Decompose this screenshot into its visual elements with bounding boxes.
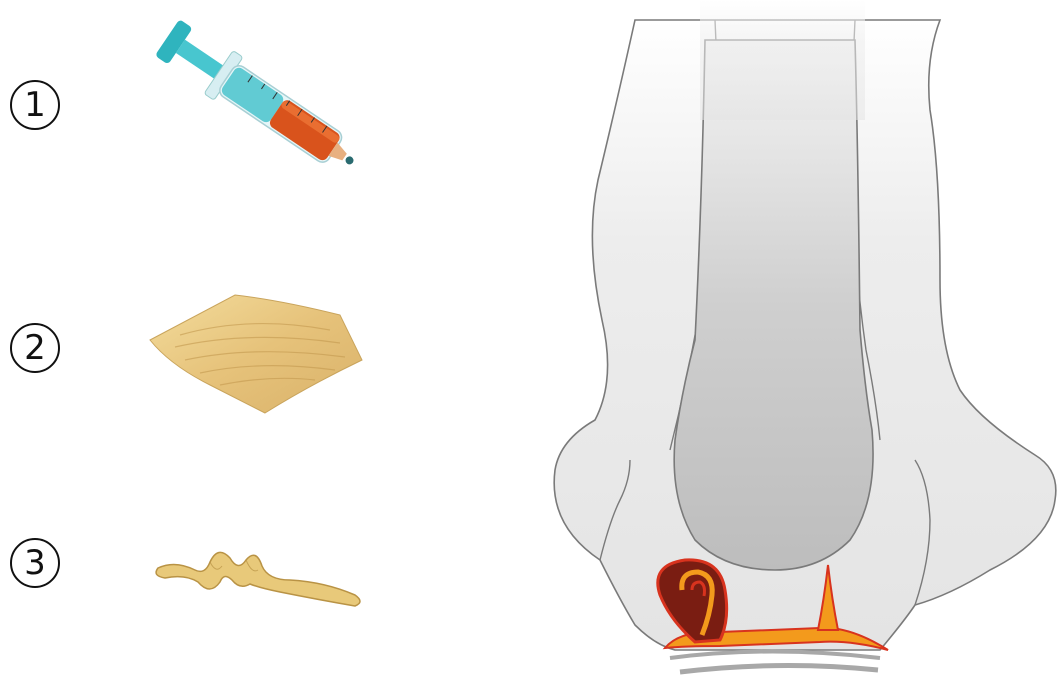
marker-3-label: 3 [24, 546, 46, 580]
rolled-strip [156, 552, 360, 606]
marker-2-label: 2 [24, 331, 46, 365]
collagen-pad [150, 295, 362, 413]
ground-line-upper [670, 652, 880, 659]
marker-3: 3 [10, 538, 60, 588]
collagen-pad-image [140, 285, 370, 420]
marker-2: 2 [10, 323, 60, 373]
marker-1-label: 1 [24, 88, 46, 122]
syringe-image [130, 0, 390, 200]
ground-line-lower [680, 665, 878, 672]
syringe-drop [344, 155, 355, 166]
marker-1: 1 [10, 80, 60, 130]
heel-cross-section-diagram [520, 0, 1060, 679]
rolled-strip-image [150, 540, 375, 615]
